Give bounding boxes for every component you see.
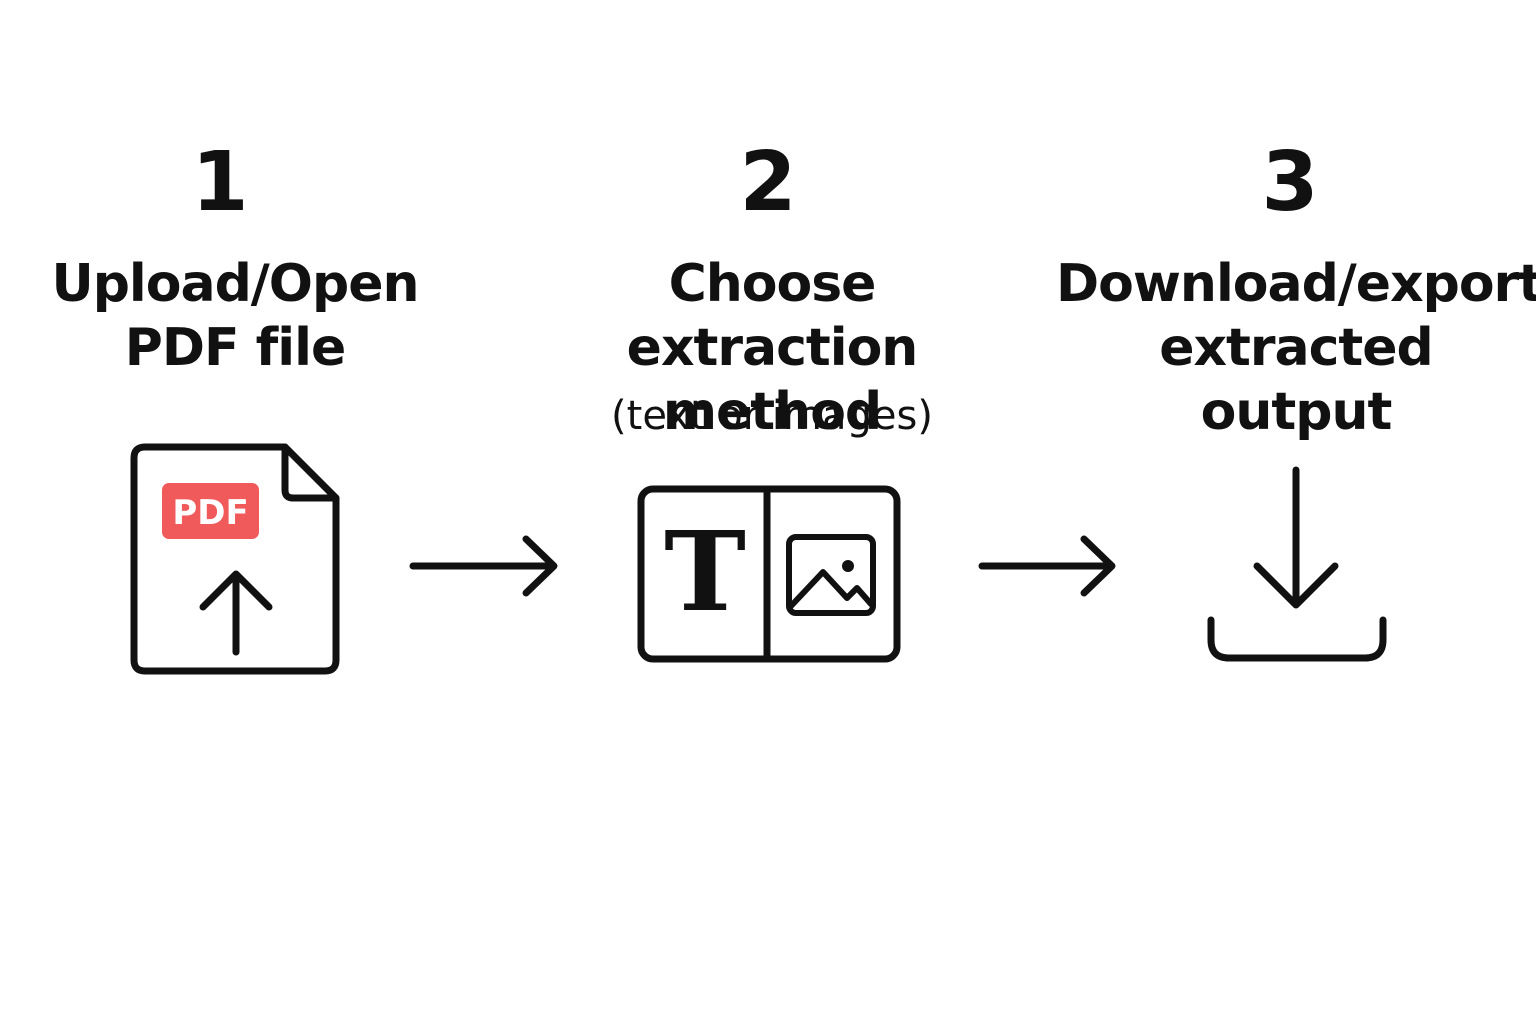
pdf-badge (162, 483, 259, 539)
step-1-title-line1: Upload/Open (51, 254, 419, 314)
step-1-number: 1 (191, 135, 249, 230)
download-arrow-head (1253, 562, 1339, 609)
document-outline (130, 443, 340, 675)
step-1-title-line2: PDF file (124, 318, 346, 378)
document-fold (281, 443, 340, 502)
step-2-title-line2: method (662, 382, 882, 442)
text-image-icon: T (637, 485, 901, 663)
step-2-title: Choose extraction method (532, 252, 1012, 444)
download-icon (1207, 466, 1387, 662)
step-3-title: Download/export extracted output (1056, 252, 1536, 444)
pdf-upload-icon: PDF (130, 443, 340, 675)
image-icon (786, 534, 876, 616)
step-2-number: 2 (739, 135, 797, 230)
upload-arrow-head (199, 570, 273, 611)
step-3-title-line2: extracted output (1159, 318, 1434, 442)
step-1-title: Upload/Open PDF file (0, 252, 475, 380)
step-3-title-line1: Download/export (1056, 254, 1536, 314)
download-tray (1207, 616, 1387, 662)
text-t-icon: T (664, 507, 746, 636)
step-2-subtitle: (text or images) (611, 393, 933, 439)
flow-arrow-2 (978, 535, 1116, 597)
flow-arrow-1 (409, 535, 558, 597)
step-2-title-line1: Choose extraction (626, 254, 919, 378)
pdf-badge-text: PDF (172, 493, 248, 533)
step-3-number: 3 (1261, 135, 1319, 230)
